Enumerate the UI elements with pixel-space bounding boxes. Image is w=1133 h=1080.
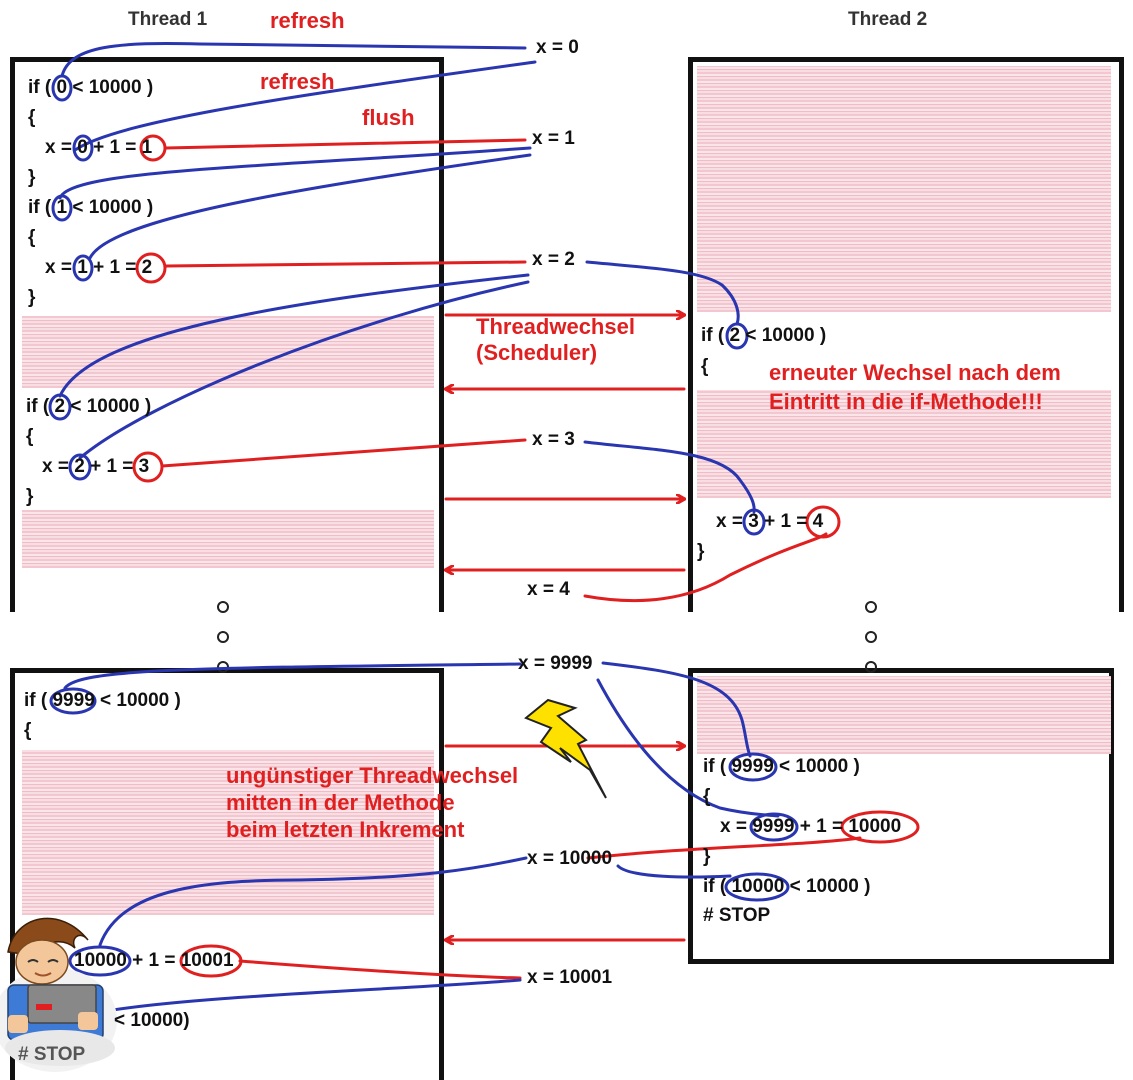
flush-line: [160, 438, 527, 468]
flush-line: [238, 959, 522, 980]
t1-brace-open: {: [28, 227, 36, 248]
ellipsis-dot: [217, 631, 229, 643]
read-circle: [68, 945, 132, 977]
read-circle: [742, 508, 766, 536]
refresh-line: [585, 260, 740, 326]
t1-increment-10000: 10000 + 1 = 10001: [74, 950, 234, 971]
label-scheduler: Threadwechsel (Scheduler): [476, 314, 635, 365]
refresh-line: [58, 146, 532, 200]
thread1-frame-top: [10, 57, 444, 612]
t2-if-9999: if ( 9999 < 10000 ): [703, 756, 860, 777]
t2-brace-open: {: [701, 356, 709, 377]
thread1-blocked-2: [22, 510, 434, 568]
t2-stop: # STOP: [703, 905, 771, 926]
ellipsis-dot: [865, 601, 877, 613]
t2-brace-open: {: [703, 786, 711, 807]
read-circle: [724, 872, 790, 902]
label-unguenstig: ungünstiger Threadwechsel mitten in der …: [226, 763, 519, 842]
lightning-bolt-icon: [524, 698, 607, 799]
var-x3: x = 3: [532, 429, 575, 450]
refresh-line: [98, 856, 528, 947]
write-circle: [139, 134, 167, 162]
thread2-blocked-3: [697, 676, 1111, 754]
t1-increment-0: x = 0 + 1 = 1: [45, 137, 153, 158]
t1-if-2: if ( 2 < 10000 ): [26, 396, 152, 417]
programmer-mascot-icon: [0, 917, 117, 1072]
refresh-line: [601, 661, 752, 758]
read-circle: [51, 194, 73, 222]
refresh-line: [63, 662, 522, 690]
write-circle: [132, 451, 164, 483]
refresh-line: [583, 440, 756, 514]
refresh-line: [88, 153, 532, 260]
t1-brace-close: }: [28, 167, 36, 188]
thread1-title: Thread 1: [128, 9, 208, 30]
read-circle: [72, 254, 94, 282]
write-circle: [179, 944, 243, 978]
thread2-frame-bottom: [688, 668, 1114, 964]
t1-brace-open: {: [28, 107, 36, 128]
flush-line: [164, 260, 527, 268]
t1-if-10001-tail: < 10000): [114, 1010, 190, 1031]
var-x10001: x = 10001: [527, 967, 613, 988]
read-circle: [51, 74, 73, 102]
flush-line: [583, 532, 828, 603]
t1-if-0: if ( 0 < 10000 ): [28, 77, 154, 98]
write-circle: [840, 810, 920, 844]
read-circle: [728, 752, 778, 782]
thread1-blocked-3: [22, 750, 434, 915]
var-x0: x = 0: [536, 37, 579, 58]
label-refresh: refresh: [260, 69, 335, 94]
t1-brace-open: {: [26, 426, 34, 447]
t1-increment-1: x = 1 + 1 = 2: [45, 257, 153, 278]
read-circle: [749, 812, 799, 842]
var-x9999: x = 9999: [518, 653, 593, 674]
var-x1: x = 1: [532, 128, 575, 149]
t1-if-1: if ( 1 < 10000 ): [28, 197, 154, 218]
ellipsis-dot: [217, 601, 229, 613]
var-x4: x = 4: [527, 579, 570, 600]
t1-brace-close: }: [28, 287, 36, 308]
t1-brace-close: }: [26, 486, 34, 507]
read-circle: [48, 393, 72, 421]
t1-increment-2: x = 2 + 1 = 3: [42, 456, 150, 477]
refresh-line: [78, 280, 530, 460]
t1-if-9999: if ( 9999 < 10000 ): [24, 690, 181, 711]
ellipsis-dot: [865, 661, 877, 673]
var-x2: x = 2: [532, 249, 575, 270]
t2-increment-3: x = 3 + 1 = 4: [716, 511, 824, 532]
thread2-blocked-1: [697, 66, 1111, 312]
refresh-line: [98, 978, 522, 1014]
refresh-line: [73, 60, 537, 152]
write-circle: [805, 505, 841, 539]
label-wechsel: erneuter Wechsel nach dem Eintritt in di…: [769, 360, 1061, 414]
thread2-frame-top: [688, 57, 1124, 612]
t1-stop: # STOP: [18, 1044, 86, 1065]
var-x10000: x = 10000: [527, 848, 613, 869]
refresh-line: [616, 864, 732, 879]
read-circle: [725, 322, 749, 350]
flush-line: [586, 836, 862, 860]
flush-line: [164, 138, 527, 150]
label-refresh: refresh: [270, 8, 345, 33]
ellipsis-dot: [217, 661, 229, 673]
read-circle: [49, 687, 97, 715]
t2-if-10000: if ( 10000 < 10000 ): [703, 876, 871, 897]
t2-increment-9999: x = 9999 + 1 = 10000: [720, 816, 902, 837]
t2-if-2: if ( 2 < 10000 ): [701, 325, 827, 346]
read-circle: [72, 134, 94, 162]
write-circle: [135, 252, 167, 284]
thread2-title: Thread 2: [848, 9, 928, 30]
read-circle: [68, 453, 92, 481]
t2-brace-close: }: [697, 541, 705, 562]
t1-brace-open: {: [24, 720, 32, 741]
label-flush: flush: [362, 105, 415, 130]
t2-brace-close: }: [703, 846, 711, 867]
refresh-line: [596, 678, 780, 818]
ellipsis-dot: [865, 631, 877, 643]
refresh-line: [60, 42, 527, 78]
refresh-line: [58, 273, 530, 398]
thread2-blocked-2: [697, 390, 1111, 498]
